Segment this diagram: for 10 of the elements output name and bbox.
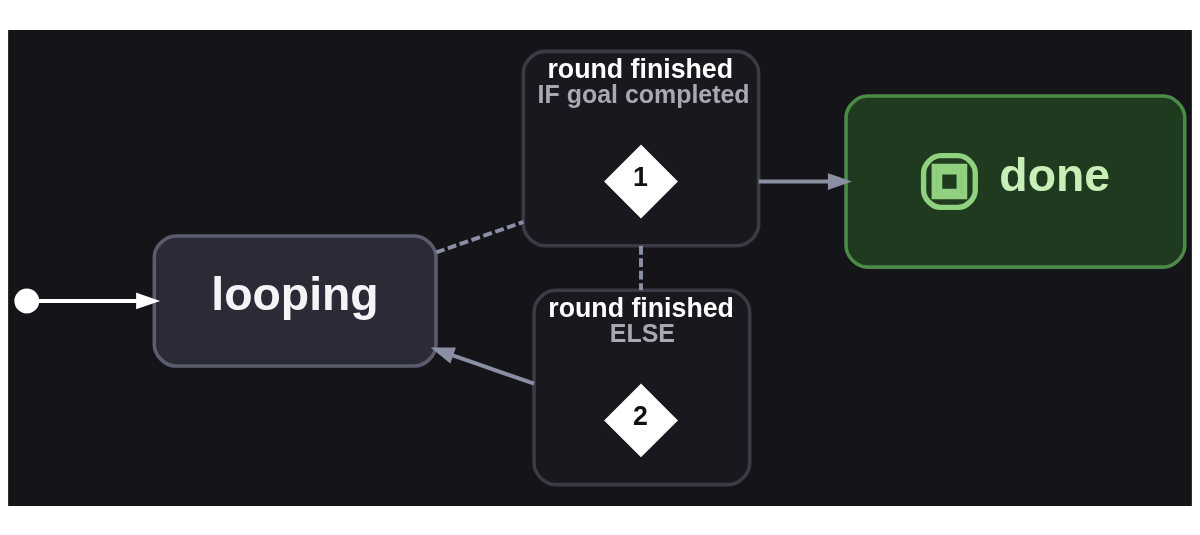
node-box: looping — [152, 233, 438, 368]
connector — [435, 219, 524, 254]
node-box: done — [844, 93, 1187, 269]
arrow — [38, 292, 161, 309]
arrow — [758, 172, 852, 190]
node-diamond: 2 — [604, 383, 678, 457]
node-circle — [14, 288, 40, 313]
connector — [639, 245, 643, 290]
arrow — [430, 347, 535, 386]
node-diamond: 1 — [604, 144, 678, 218]
